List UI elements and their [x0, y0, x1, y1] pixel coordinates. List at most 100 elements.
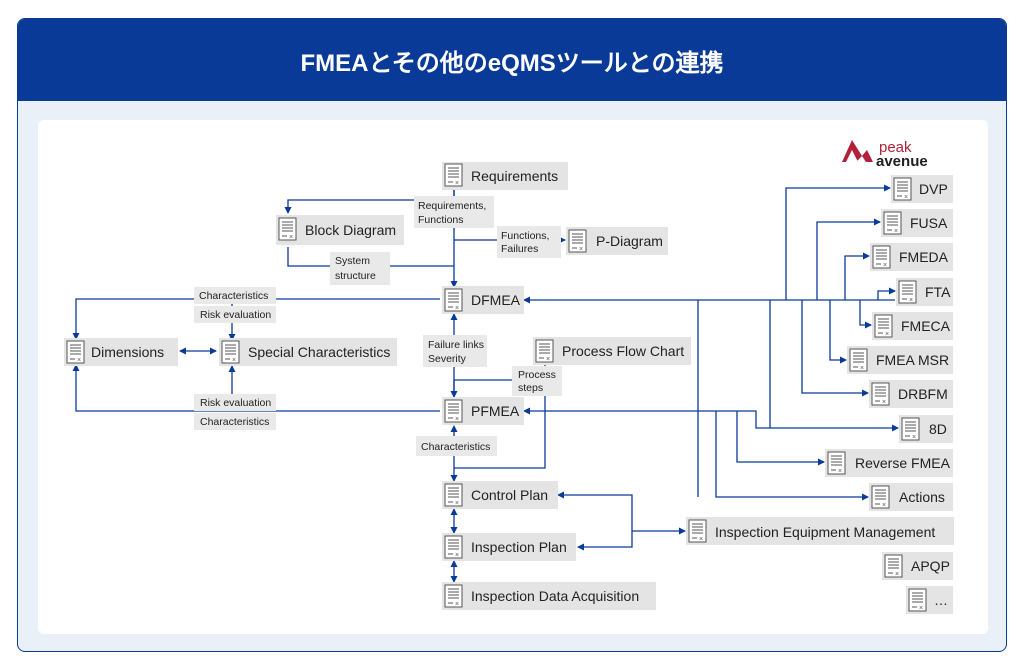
svg-text:DVP: DVP: [919, 181, 948, 197]
document-icon: [871, 485, 890, 510]
svg-text:Actions: Actions: [899, 489, 945, 505]
label-characteristics-mid: Characteristics: [416, 436, 497, 456]
svg-text:APQP: APQP: [911, 558, 950, 574]
svg-text:Control Plan: Control Plan: [471, 487, 548, 503]
document-icon: [278, 217, 297, 242]
node-fmeca: FMECA: [872, 312, 953, 340]
svg-text:Characteristics: Characteristics: [200, 416, 269, 428]
document-icon: [444, 399, 463, 424]
peak-avenue-logo: peak avenue: [842, 139, 928, 170]
label-functions-failures: Functions, Failures: [497, 226, 561, 258]
label-requirements-functions: Requirements, Functions: [414, 196, 494, 228]
document-icon: [908, 588, 927, 613]
svg-text:Inspection Plan: Inspection Plan: [471, 539, 567, 555]
label-risk-evaluation-bottom: Risk evaluation: [194, 394, 276, 411]
node-drbfm: DRBFM: [869, 380, 953, 408]
svg-text:FUSA: FUSA: [910, 215, 948, 231]
logo-line2: avenue: [876, 153, 928, 170]
svg-text:P-Diagram: P-Diagram: [596, 233, 663, 249]
label-characteristics-bottom: Characteristics: [194, 413, 276, 430]
document-icon: [688, 519, 707, 544]
svg-text:Requirements,: Requirements,: [418, 200, 486, 212]
node-inspection-equipment-management: Inspection Equipment Management: [686, 517, 954, 545]
svg-text:Inspection Data Acquisition: Inspection Data Acquisition: [471, 588, 639, 604]
node-pfmea: PFMEA: [442, 397, 524, 425]
svg-text:Dimensions: Dimensions: [91, 344, 164, 360]
svg-text:FMEDA: FMEDA: [899, 249, 949, 265]
document-icon: [884, 554, 903, 579]
label-risk-evaluation-top: Risk evaluation: [194, 306, 276, 323]
document-icon: [444, 535, 463, 560]
document-icon: [901, 417, 920, 442]
node-fta: FTA: [896, 278, 953, 306]
svg-text:structure: structure: [335, 270, 376, 282]
svg-text:steps: steps: [518, 382, 543, 394]
svg-text:FMEA MSR: FMEA MSR: [876, 352, 949, 368]
document-icon: [568, 229, 587, 254]
node-reverse-fmea: Reverse FMEA: [825, 449, 953, 477]
svg-text:Functions: Functions: [418, 214, 464, 226]
svg-text:System: System: [335, 255, 370, 267]
node-apqp: APQP: [882, 552, 953, 580]
document-icon: [872, 245, 891, 270]
document-icon: [444, 483, 463, 508]
svg-text:Special Characteristics: Special Characteristics: [248, 344, 390, 360]
document-icon: [444, 584, 463, 609]
document-icon: [893, 177, 912, 202]
svg-text:PFMEA: PFMEA: [471, 403, 520, 419]
document-icon: [874, 314, 893, 339]
svg-text:Characteristics: Characteristics: [421, 441, 490, 453]
node-fmeda: FMEDA: [870, 243, 953, 271]
svg-text:Risk evaluation: Risk evaluation: [200, 309, 271, 321]
node-more: …: [906, 586, 953, 614]
node-requirements: Requirements: [442, 162, 568, 190]
label-process-steps: Process steps: [512, 366, 562, 396]
document-icon: [827, 451, 846, 476]
svg-text:Reverse FMEA: Reverse FMEA: [855, 455, 951, 471]
figure-frame: FMEAとその他のeQMSツールとの連携: [17, 18, 1007, 652]
node-control-plan: Control Plan: [442, 481, 558, 509]
document-icon: [444, 288, 463, 313]
label-failure-links-severity: Failure links Severity: [423, 335, 487, 367]
node-fmea-msr: FMEA MSR: [847, 346, 953, 374]
node-inspection-data-acquisition: Inspection Data Acquisition: [442, 582, 656, 610]
svg-text:DRBFM: DRBFM: [898, 386, 948, 402]
svg-text:Process: Process: [518, 369, 556, 381]
document-icon: [535, 339, 554, 364]
svg-text:Requirements: Requirements: [471, 168, 558, 184]
svg-text:Failure links: Failure links: [428, 339, 484, 351]
node-dimensions: Dimensions: [64, 338, 178, 366]
node-dfmea: DFMEA: [442, 286, 524, 314]
svg-text:Process Flow Chart: Process Flow Chart: [562, 343, 684, 359]
svg-text:…: …: [934, 592, 948, 608]
document-icon: [871, 382, 890, 407]
svg-text:Severity: Severity: [428, 353, 467, 365]
label-characteristics-top: Characteristics: [194, 287, 276, 304]
diagram: × peak avenue: [64, 139, 954, 614]
logo-line1: peak: [879, 139, 912, 156]
node-special-characteristics: Special Characteristics: [219, 338, 397, 366]
node-p-diagram: P-Diagram: [566, 227, 668, 255]
svg-text:Block Diagram: Block Diagram: [305, 222, 396, 238]
svg-text:DFMEA: DFMEA: [471, 292, 521, 308]
node-fusa: FUSA: [881, 209, 953, 237]
svg-text:Failures: Failures: [501, 243, 538, 255]
svg-text:Risk evaluation: Risk evaluation: [200, 397, 271, 409]
document-icon: [898, 280, 917, 305]
document-icon: [883, 211, 902, 236]
document-icon: [444, 163, 463, 188]
svg-text:Functions,: Functions,: [501, 230, 549, 242]
node-dvp: DVP: [891, 175, 953, 203]
document-icon: [221, 340, 240, 365]
label-system-structure: System structure: [330, 252, 390, 285]
svg-text:FTA: FTA: [925, 284, 951, 300]
svg-text:Inspection Equipment Managemen: Inspection Equipment Management: [715, 524, 935, 540]
node-inspection-plan: Inspection Plan: [442, 533, 576, 561]
node-8d: 8D: [899, 415, 953, 443]
svg-text:FMECA: FMECA: [901, 318, 951, 334]
document-icon: [66, 340, 85, 365]
document-icon: [849, 348, 868, 373]
node-process-flow-chart: Process Flow Chart: [533, 337, 691, 365]
svg-text:Characteristics: Characteristics: [199, 290, 268, 302]
logo-mark-icon: [842, 140, 873, 162]
